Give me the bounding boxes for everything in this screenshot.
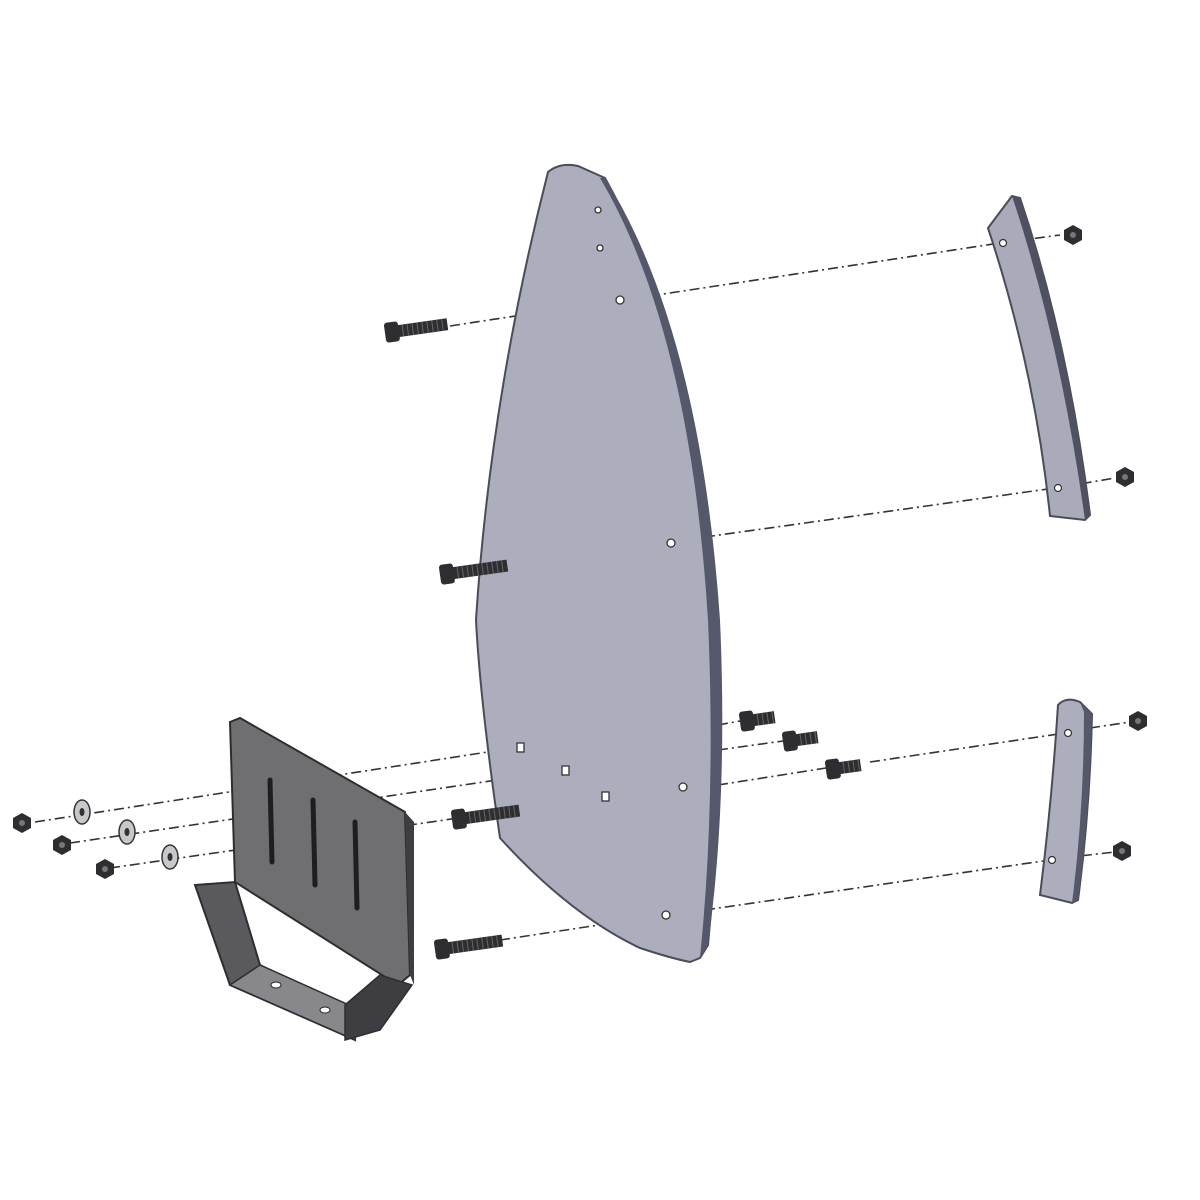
axis-line <box>109 796 606 869</box>
bracket-slot <box>352 819 360 911</box>
flange-bolt <box>383 318 449 343</box>
strip-hole <box>1063 728 1073 738</box>
bracket-slot <box>310 797 318 888</box>
lower-edge-strip <box>1038 698 1094 905</box>
axis-line <box>649 242 1001 297</box>
main-panel <box>474 163 723 964</box>
bracket-slot <box>267 777 275 865</box>
bracket-hole <box>319 1006 331 1014</box>
axis-line <box>704 487 1056 538</box>
flange-bolt <box>438 559 509 585</box>
strip-hole <box>998 238 1008 248</box>
upper-edge-strip <box>986 194 1092 522</box>
carriage-bolt <box>781 730 819 752</box>
axis-line <box>69 769 566 844</box>
axis-line <box>499 914 666 941</box>
panel-hole <box>596 244 604 252</box>
panel-hole <box>666 538 676 548</box>
bracket-hole <box>270 981 282 989</box>
panel-square-hole <box>516 742 525 753</box>
axis-line <box>704 859 1051 911</box>
axis-line <box>717 740 784 751</box>
carriage-bolt <box>824 758 862 780</box>
carriage-bolt <box>738 710 776 732</box>
axis-line <box>869 732 1066 763</box>
panel-square-hole <box>601 791 610 802</box>
strip-hole <box>1053 483 1063 493</box>
flange-bolt <box>450 804 521 830</box>
mounting-bracket <box>193 716 414 1042</box>
panel-hole <box>678 782 688 792</box>
strip-hole <box>1047 855 1057 865</box>
panel-hole <box>661 910 671 920</box>
panel-hole <box>594 206 602 214</box>
axis-line <box>1089 721 1131 729</box>
panel-square-hole <box>561 765 570 776</box>
flange-bolt <box>433 934 504 960</box>
axis-line <box>717 767 827 786</box>
panel-hole <box>615 295 625 305</box>
